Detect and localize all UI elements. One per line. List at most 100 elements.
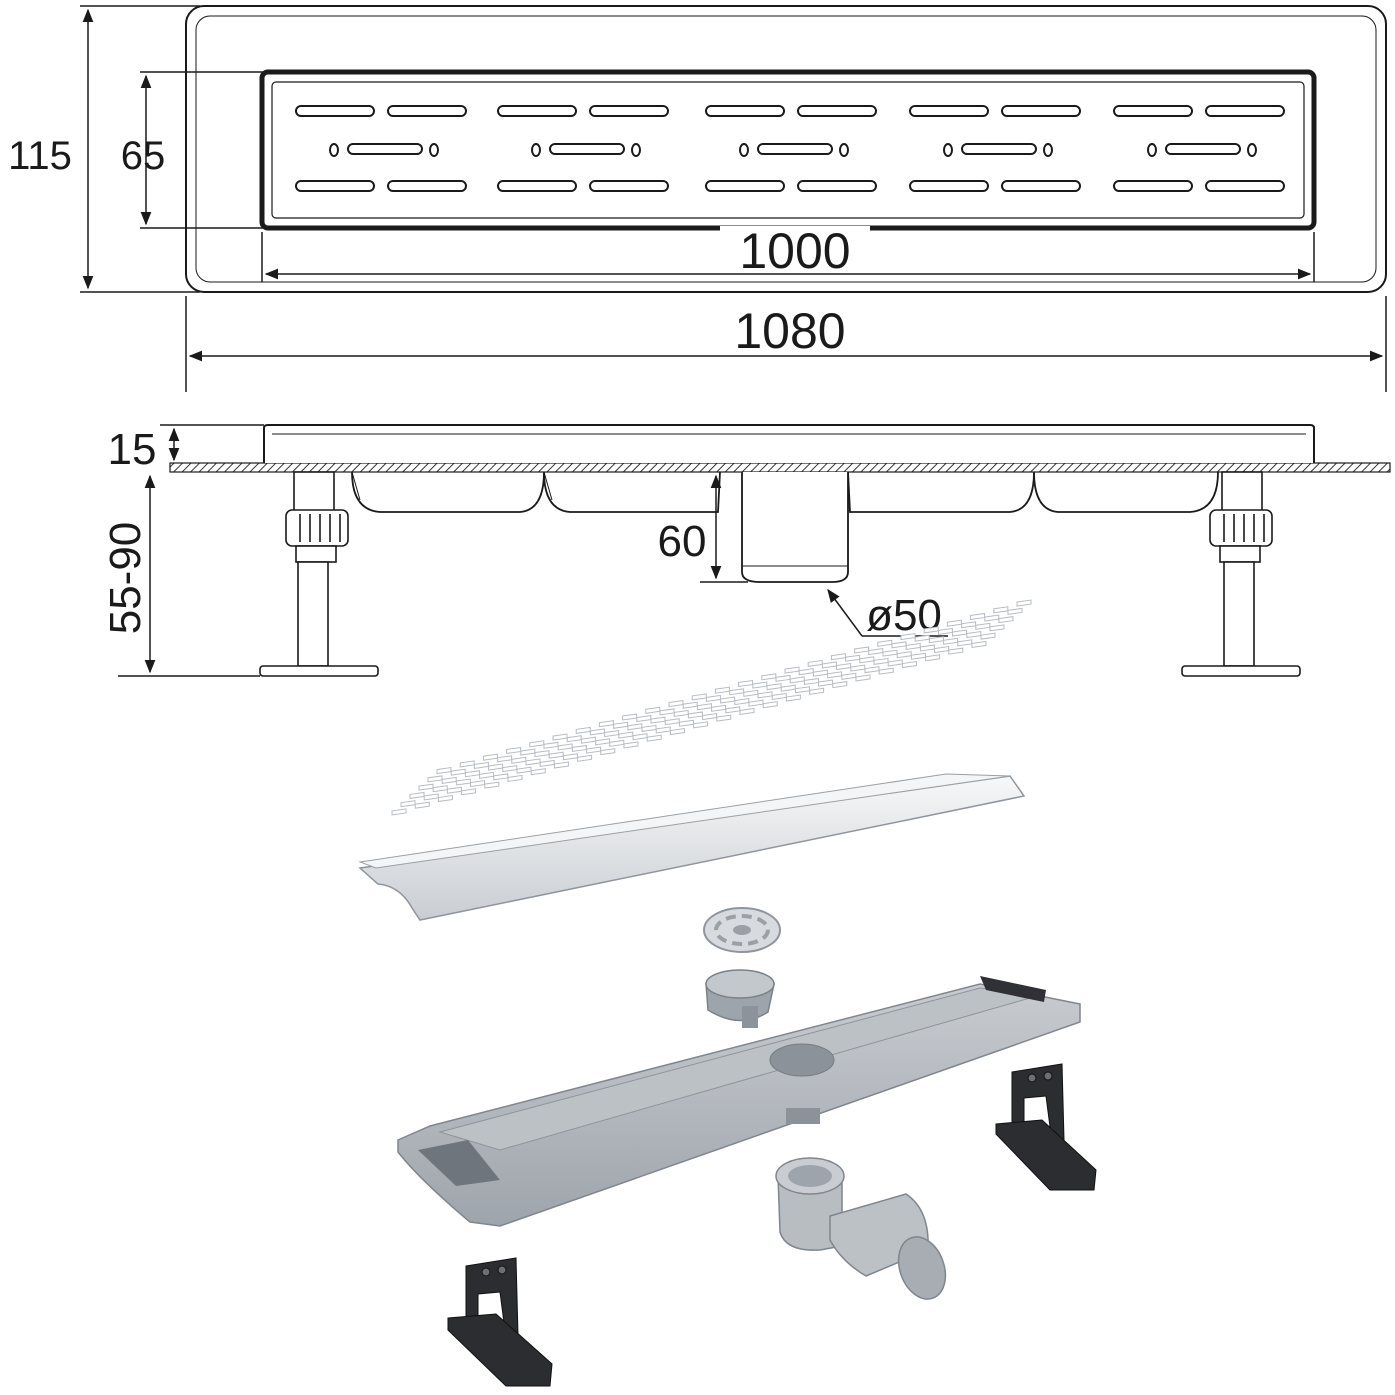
grate-perforation xyxy=(539,759,555,768)
grate-perforation xyxy=(409,791,425,799)
grate-perforation xyxy=(693,721,709,729)
grate-perforation xyxy=(400,800,416,808)
grate-perforation xyxy=(766,683,782,691)
grate-slot xyxy=(387,180,467,192)
grate-perforation xyxy=(923,626,939,634)
grate-perforation xyxy=(937,627,953,636)
outer-frame xyxy=(185,5,1387,293)
grate-perforation xyxy=(743,689,759,697)
grate-slot-dot xyxy=(943,143,953,157)
grate-perforation xyxy=(529,740,545,748)
grate-perforation xyxy=(859,656,875,664)
grate-perforation xyxy=(577,754,593,762)
grate-perforation xyxy=(571,744,587,753)
grate-perforation xyxy=(557,743,573,751)
overall-width-label: 115 xyxy=(8,134,72,178)
grate-perforation xyxy=(910,652,926,660)
grate-perforation xyxy=(878,667,894,675)
drain-channel-render xyxy=(397,976,1081,1227)
outlet-body xyxy=(741,472,849,583)
grate-perforation xyxy=(928,636,944,644)
grate-perforation xyxy=(575,726,591,734)
grate-perforation xyxy=(714,686,730,694)
side-dimension-lines xyxy=(118,424,948,677)
grate-perforation xyxy=(423,793,439,801)
grate-perforation xyxy=(868,648,884,656)
grate-slot xyxy=(1205,180,1285,192)
grate-slot xyxy=(497,180,577,192)
right-support-foot-render xyxy=(995,1063,1097,1191)
grate-perforation xyxy=(659,708,675,716)
grate-perforation xyxy=(613,721,629,729)
grate-perforation xyxy=(809,687,825,695)
siphon-outlet-render xyxy=(775,1157,947,1300)
grate-perforation xyxy=(673,709,689,717)
grate-perforation xyxy=(484,781,500,789)
grate-slot-dot xyxy=(839,143,849,157)
grate-slot-dot xyxy=(329,143,339,157)
grate-slot-dot xyxy=(1043,143,1053,157)
grate-perforation xyxy=(850,664,866,672)
grate-perforation xyxy=(623,741,639,749)
grate-slot xyxy=(295,180,375,192)
grate-perforation xyxy=(993,606,1009,614)
grate-slot-dot xyxy=(631,143,641,157)
grate-perforation xyxy=(669,727,685,736)
grate-perforation xyxy=(427,775,443,783)
grate-perforation xyxy=(600,748,616,756)
grate-perforation xyxy=(900,633,916,641)
grate-perforation xyxy=(725,706,741,714)
grate-perforation xyxy=(627,723,643,731)
grate-perforation xyxy=(989,624,1005,632)
grate-perforation xyxy=(748,699,764,707)
grate-perforation xyxy=(836,662,852,671)
grate-perforation xyxy=(525,758,541,766)
grate-perforation xyxy=(784,666,800,674)
grate-perforation xyxy=(864,666,880,674)
grate-perforation xyxy=(534,750,550,758)
grate-perforation xyxy=(887,659,903,667)
grate-perforation xyxy=(827,671,843,679)
grate-perforation xyxy=(771,692,787,701)
grate-slot xyxy=(705,105,785,117)
grate-slot xyxy=(589,105,669,117)
grate-perforation xyxy=(641,724,657,732)
grate-slot xyxy=(1205,105,1285,117)
channel-flange xyxy=(263,424,1315,463)
grate-perforation xyxy=(961,621,977,629)
grate-perforation xyxy=(711,704,727,712)
grate-perforation xyxy=(646,734,662,742)
grate-perforation xyxy=(668,700,684,708)
grate-perforation xyxy=(957,639,973,647)
grate-slot xyxy=(589,180,669,192)
grate-perforation xyxy=(734,698,750,706)
grate-perforation xyxy=(980,632,996,640)
grate-perforation xyxy=(436,767,452,775)
overall-length-label: 1080 xyxy=(734,303,845,359)
odour-trap-cup-render xyxy=(705,969,775,1028)
body-depth-label: 60 xyxy=(658,517,707,566)
grate-slot xyxy=(1113,105,1193,117)
grate-perforation xyxy=(812,669,828,677)
grate-slots xyxy=(295,105,1285,192)
grate-perforation xyxy=(632,733,648,741)
grate-perforation xyxy=(586,746,602,754)
grate-perforation xyxy=(437,794,453,803)
grate-perforation xyxy=(952,629,968,637)
grate-perforation xyxy=(873,657,889,665)
grate-perforation xyxy=(520,748,536,756)
grate-perforation xyxy=(455,778,471,786)
grate-perforation xyxy=(655,726,671,734)
grate-perforation xyxy=(914,634,930,642)
grate-inner-edge xyxy=(271,81,1305,219)
grate-perforation xyxy=(905,642,921,650)
steel-grate-render xyxy=(358,599,1032,921)
grate-perforation xyxy=(493,773,509,781)
grate-perforation xyxy=(901,660,917,669)
channel-body xyxy=(351,471,721,513)
grate-perforation xyxy=(618,731,634,739)
grate-perforation xyxy=(891,641,907,649)
grate-perforation xyxy=(459,760,475,768)
grate-perforation xyxy=(682,701,698,709)
grate-perforation xyxy=(970,612,986,621)
